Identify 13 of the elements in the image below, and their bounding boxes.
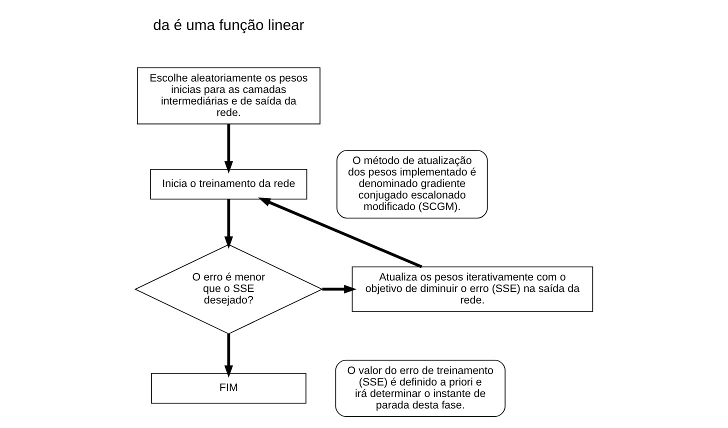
node-diamond: O erro é menor que o SSE desejado? [134, 244, 324, 334]
node-box: O valor do erro de treinamento (SSE) é definido a priori e irá determinar o instante de parada desta fase. [335, 360, 506, 417]
node-box: Escolhe aleatoriamente os pesos inicias para as camadas intermediárias e de saída da rede. [136, 67, 320, 124]
arrow [258, 198, 422, 268]
arrow [224, 124, 234, 174]
node-box: Inicia o treinamento da rede [150, 168, 308, 200]
node-box: FIM [151, 373, 306, 404]
label: da é uma função linear [153, 18, 304, 34]
arrow [224, 334, 234, 378]
arrow [322, 284, 357, 294]
arrow [224, 199, 234, 249]
node-box: Atualiza os pesos iterativamente com o objetivo de diminuir o erro (SSE) na saída da rede. [352, 266, 594, 312]
node-box: O método de atualização dos pesos implementado é denominado gradiente conjugado escalonado modificado (SCGM). [336, 150, 488, 219]
